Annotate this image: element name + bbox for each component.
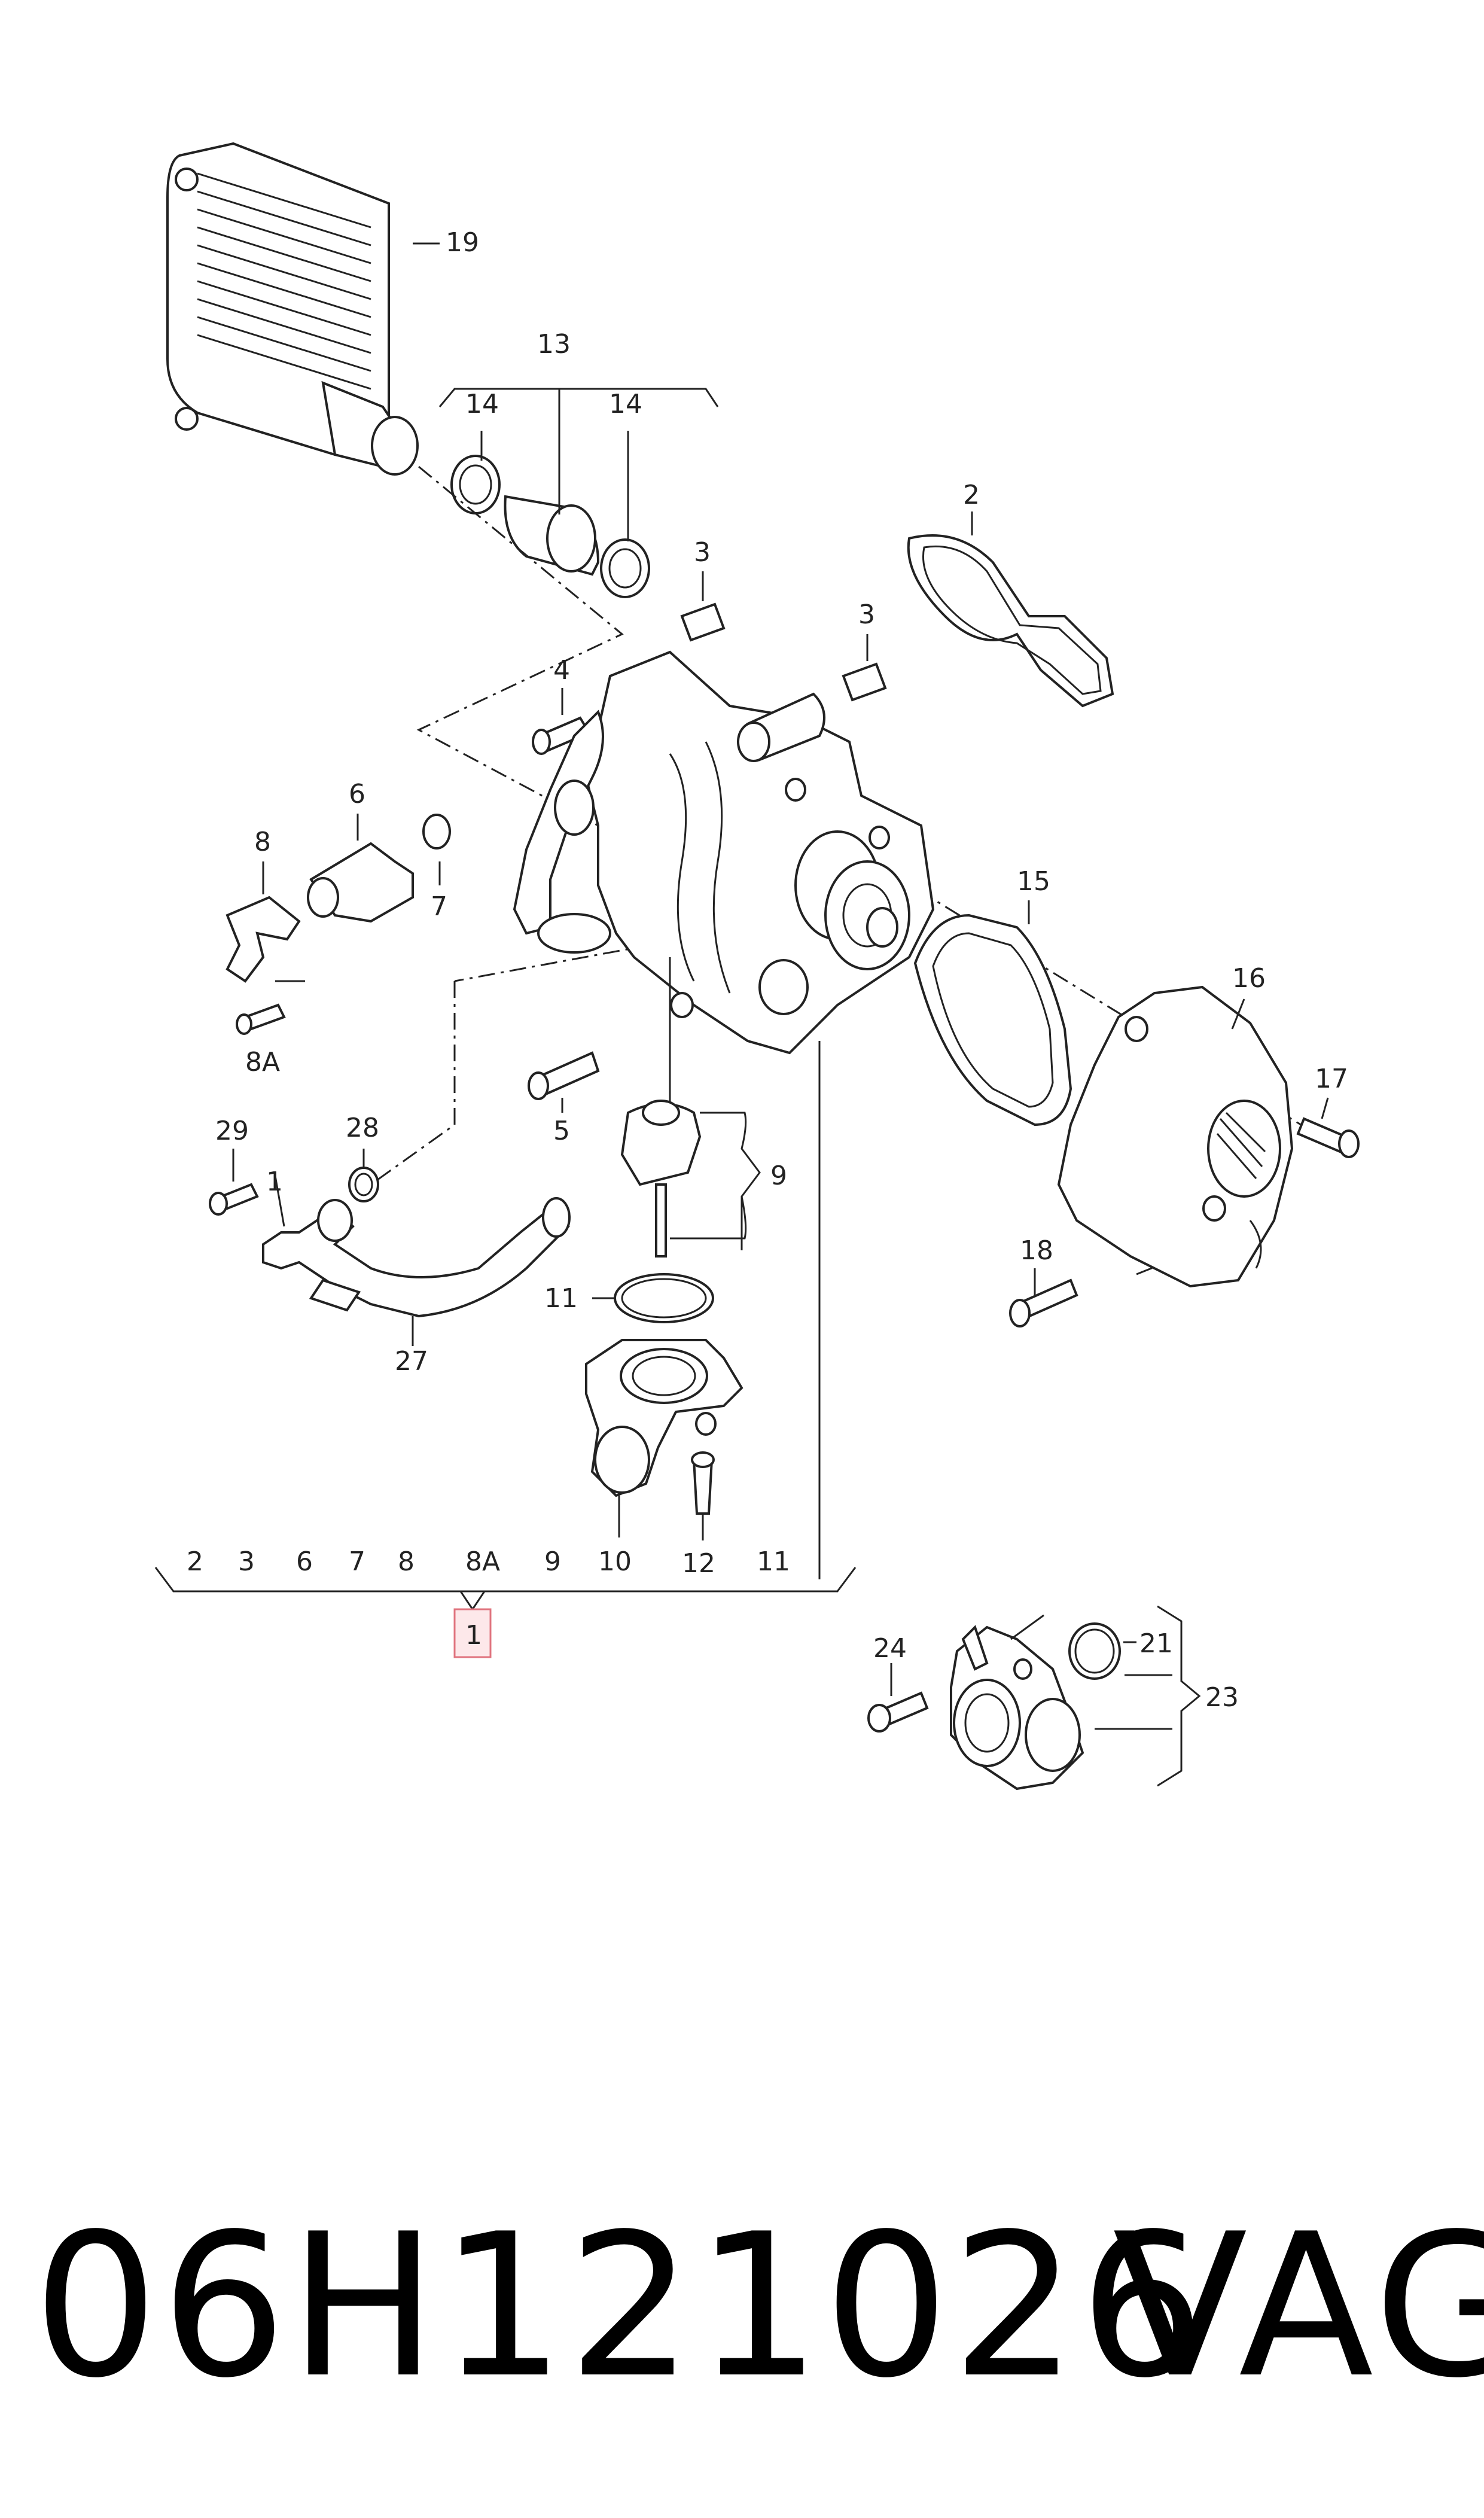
assembly-row-item: 3 <box>238 1546 255 1577</box>
assembly-row-item: 8A <box>465 1546 500 1577</box>
callout-3-left: 3 <box>694 537 711 568</box>
callout-13: 13 <box>537 329 571 360</box>
callout-1-small: 1 <box>266 1167 283 1197</box>
temperature-sensor-6 <box>307 814 451 923</box>
o-ring-11 <box>614 1273 714 1323</box>
callout-3-right: 3 <box>858 599 875 630</box>
o-ring-21 <box>1068 1622 1121 1680</box>
callout-24: 24 <box>873 1633 907 1664</box>
callout-2: 2 <box>963 480 980 510</box>
callout-9: 9 <box>770 1161 787 1191</box>
thermostat-9 <box>620 1100 702 1258</box>
callout-29: 29 <box>215 1116 249 1146</box>
assembly-row-item: 10 <box>598 1546 632 1577</box>
assembly-row-item: 7 <box>349 1546 365 1577</box>
callout-11: 11 <box>544 1283 578 1314</box>
callout-5: 5 <box>553 1116 570 1146</box>
assembly-label-1: 1 <box>465 1620 482 1651</box>
connector-13 <box>450 455 650 598</box>
callout-17: 17 <box>1315 1064 1348 1094</box>
bolt-29 <box>209 1183 259 1216</box>
assembly-row-item: 8 <box>398 1546 415 1577</box>
callout-7: 7 <box>431 891 447 922</box>
assembly-row-item: 6 <box>296 1546 313 1577</box>
callout-18: 18 <box>1020 1235 1053 1266</box>
callout-28: 28 <box>346 1113 379 1143</box>
part-number: 06H121026 <box>33 2191 1208 2421</box>
assembly-row-item: 11 <box>757 1546 790 1577</box>
retaining-clip-8 <box>226 896 301 983</box>
bolt-8a <box>236 1003 286 1035</box>
brand-label: VAG <box>1113 2191 1484 2421</box>
gasket-2 <box>907 534 1114 708</box>
callout-21: 21 <box>1139 1628 1173 1659</box>
assembly-row-item: 12 <box>682 1548 715 1579</box>
callout-14-left: 14 <box>465 389 499 419</box>
dowel-pin-right <box>842 662 887 702</box>
callout-14-right: 14 <box>609 389 642 419</box>
callout-8a: 8A <box>245 1047 280 1077</box>
callout-4: 4 <box>553 655 570 686</box>
assembly-row-item: 9 <box>544 1546 561 1577</box>
callout-19: 19 <box>446 227 479 258</box>
callout-23: 23 <box>1205 1682 1239 1713</box>
bolt-12 <box>691 1451 715 1515</box>
assembly-highlight-box <box>453 1608 492 1658</box>
bolt-5 <box>528 1051 600 1100</box>
bolt-18 <box>1009 1278 1078 1327</box>
callout-15: 15 <box>1017 866 1050 897</box>
bolt-24 <box>867 1691 929 1733</box>
water-flange-23 <box>950 1625 1084 1791</box>
oil-cooler <box>166 142 419 476</box>
callout-16: 16 <box>1232 963 1266 994</box>
timing-cover-16 <box>1057 985 1294 1288</box>
assembly-row-item: 2 <box>187 1546 203 1577</box>
water-pump-housing <box>513 650 935 1055</box>
bolt-17 <box>1296 1117 1360 1158</box>
callout-8: 8 <box>254 827 271 857</box>
o-ring-28 <box>348 1167 379 1202</box>
callout-27: 27 <box>395 1346 428 1377</box>
coolant-pipe-27 <box>262 1197 571 1318</box>
thermostat-housing-10 <box>585 1339 743 1497</box>
toothed-belt-15 <box>913 914 1072 1126</box>
callout-6: 6 <box>349 779 365 809</box>
dowel-pin-left <box>680 602 726 642</box>
